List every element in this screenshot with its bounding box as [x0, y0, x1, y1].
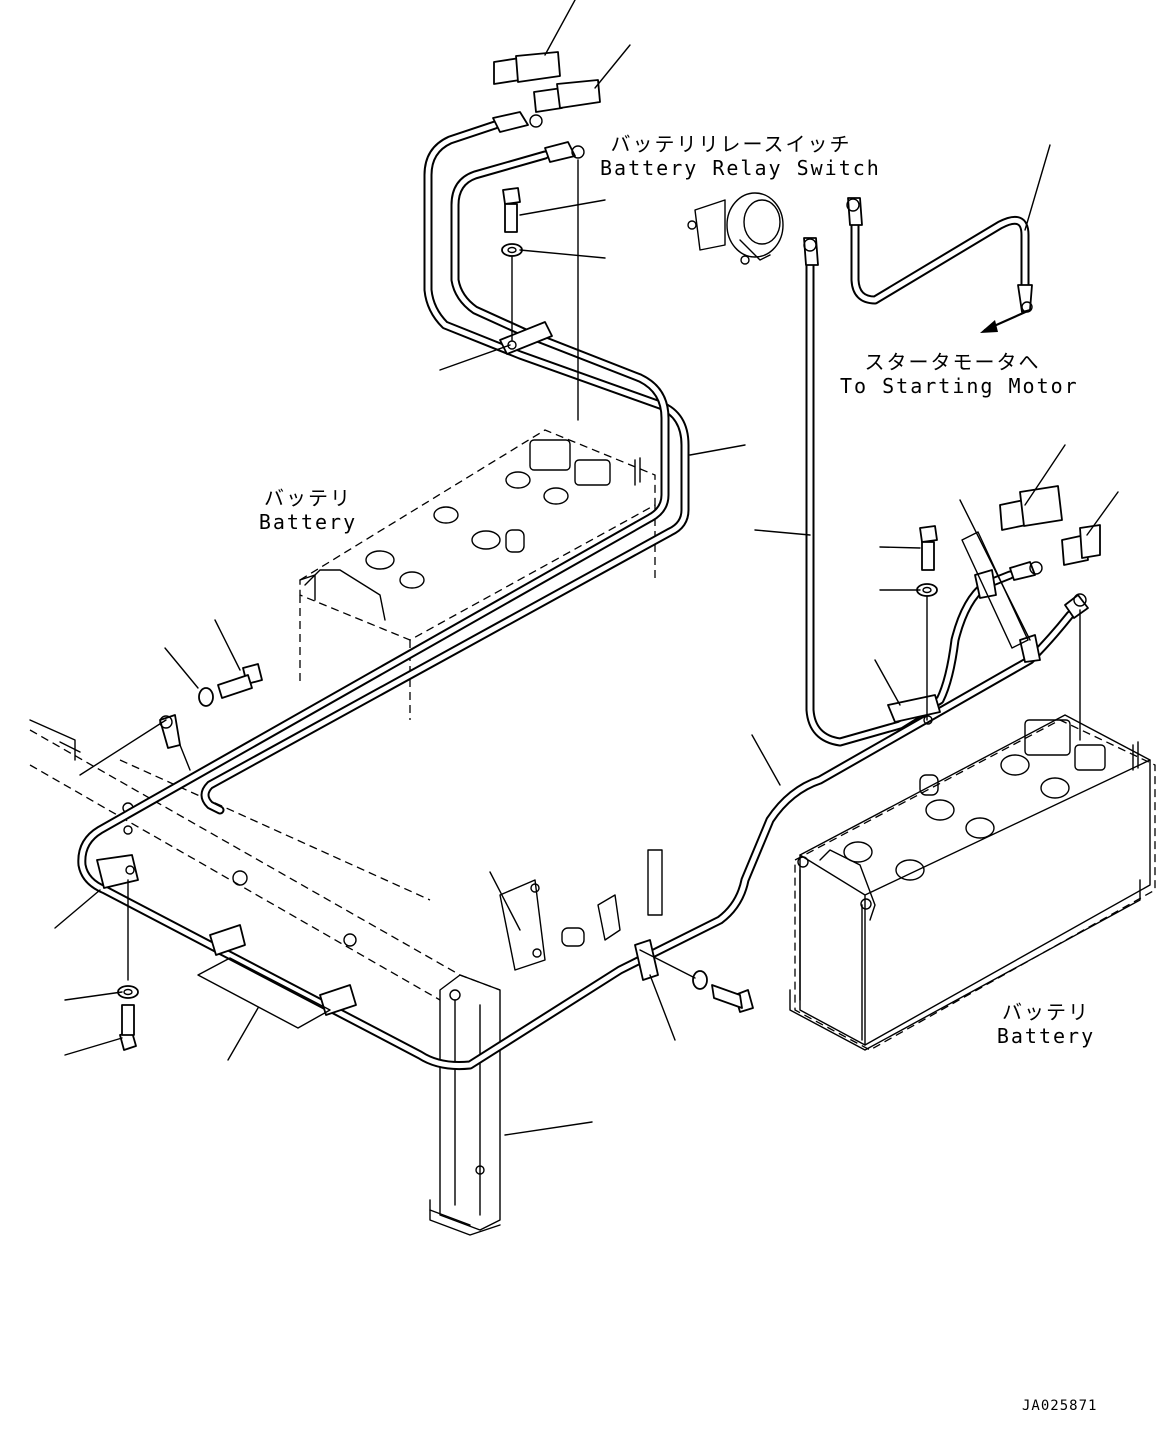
- chassis-frame: [29, 719, 501, 1236]
- leader-lines: [54, 0, 1119, 1136]
- battery-left-label: バッテリ Battery: [258, 486, 358, 534]
- cable-terminals: [159, 111, 1089, 771]
- fasteners: [79, 159, 1081, 1051]
- relay-switch-label: バッテリリレースイッチ Battery Relay Switch: [600, 132, 881, 180]
- battery-right-label-jp: バッテリ: [1002, 1000, 1090, 1024]
- relay-switch-label-en: Battery Relay Switch: [600, 156, 881, 180]
- terminal-caps: [493, 51, 1101, 566]
- battery-left: [299, 429, 656, 720]
- protective-sleeves: [197, 531, 1029, 1029]
- battery-relay-switch: [687, 192, 784, 265]
- starting-motor-label: スタータモータへ To Starting Motor: [840, 350, 1079, 398]
- document-id: JA025871: [1022, 1398, 1098, 1414]
- battery-left-label-jp: バッテリ: [264, 486, 352, 510]
- battery-left-label-en: Battery: [258, 510, 358, 534]
- starting-motor-label-en: To Starting Motor: [840, 374, 1079, 398]
- relay-switch-label-jp: バッテリリレースイッチ: [610, 132, 852, 156]
- battery-right-label-en: Battery: [996, 1024, 1096, 1048]
- battery-cables: [77, 120, 1075, 1070]
- battery-right-label: バッテリ Battery: [996, 1000, 1096, 1048]
- cable-clamps: [96, 321, 1041, 1016]
- battery-right: [789, 714, 1156, 1051]
- starting-motor-label-jp: スタータモータへ: [864, 350, 1041, 374]
- starter-arrow-icon: [980, 308, 1032, 333]
